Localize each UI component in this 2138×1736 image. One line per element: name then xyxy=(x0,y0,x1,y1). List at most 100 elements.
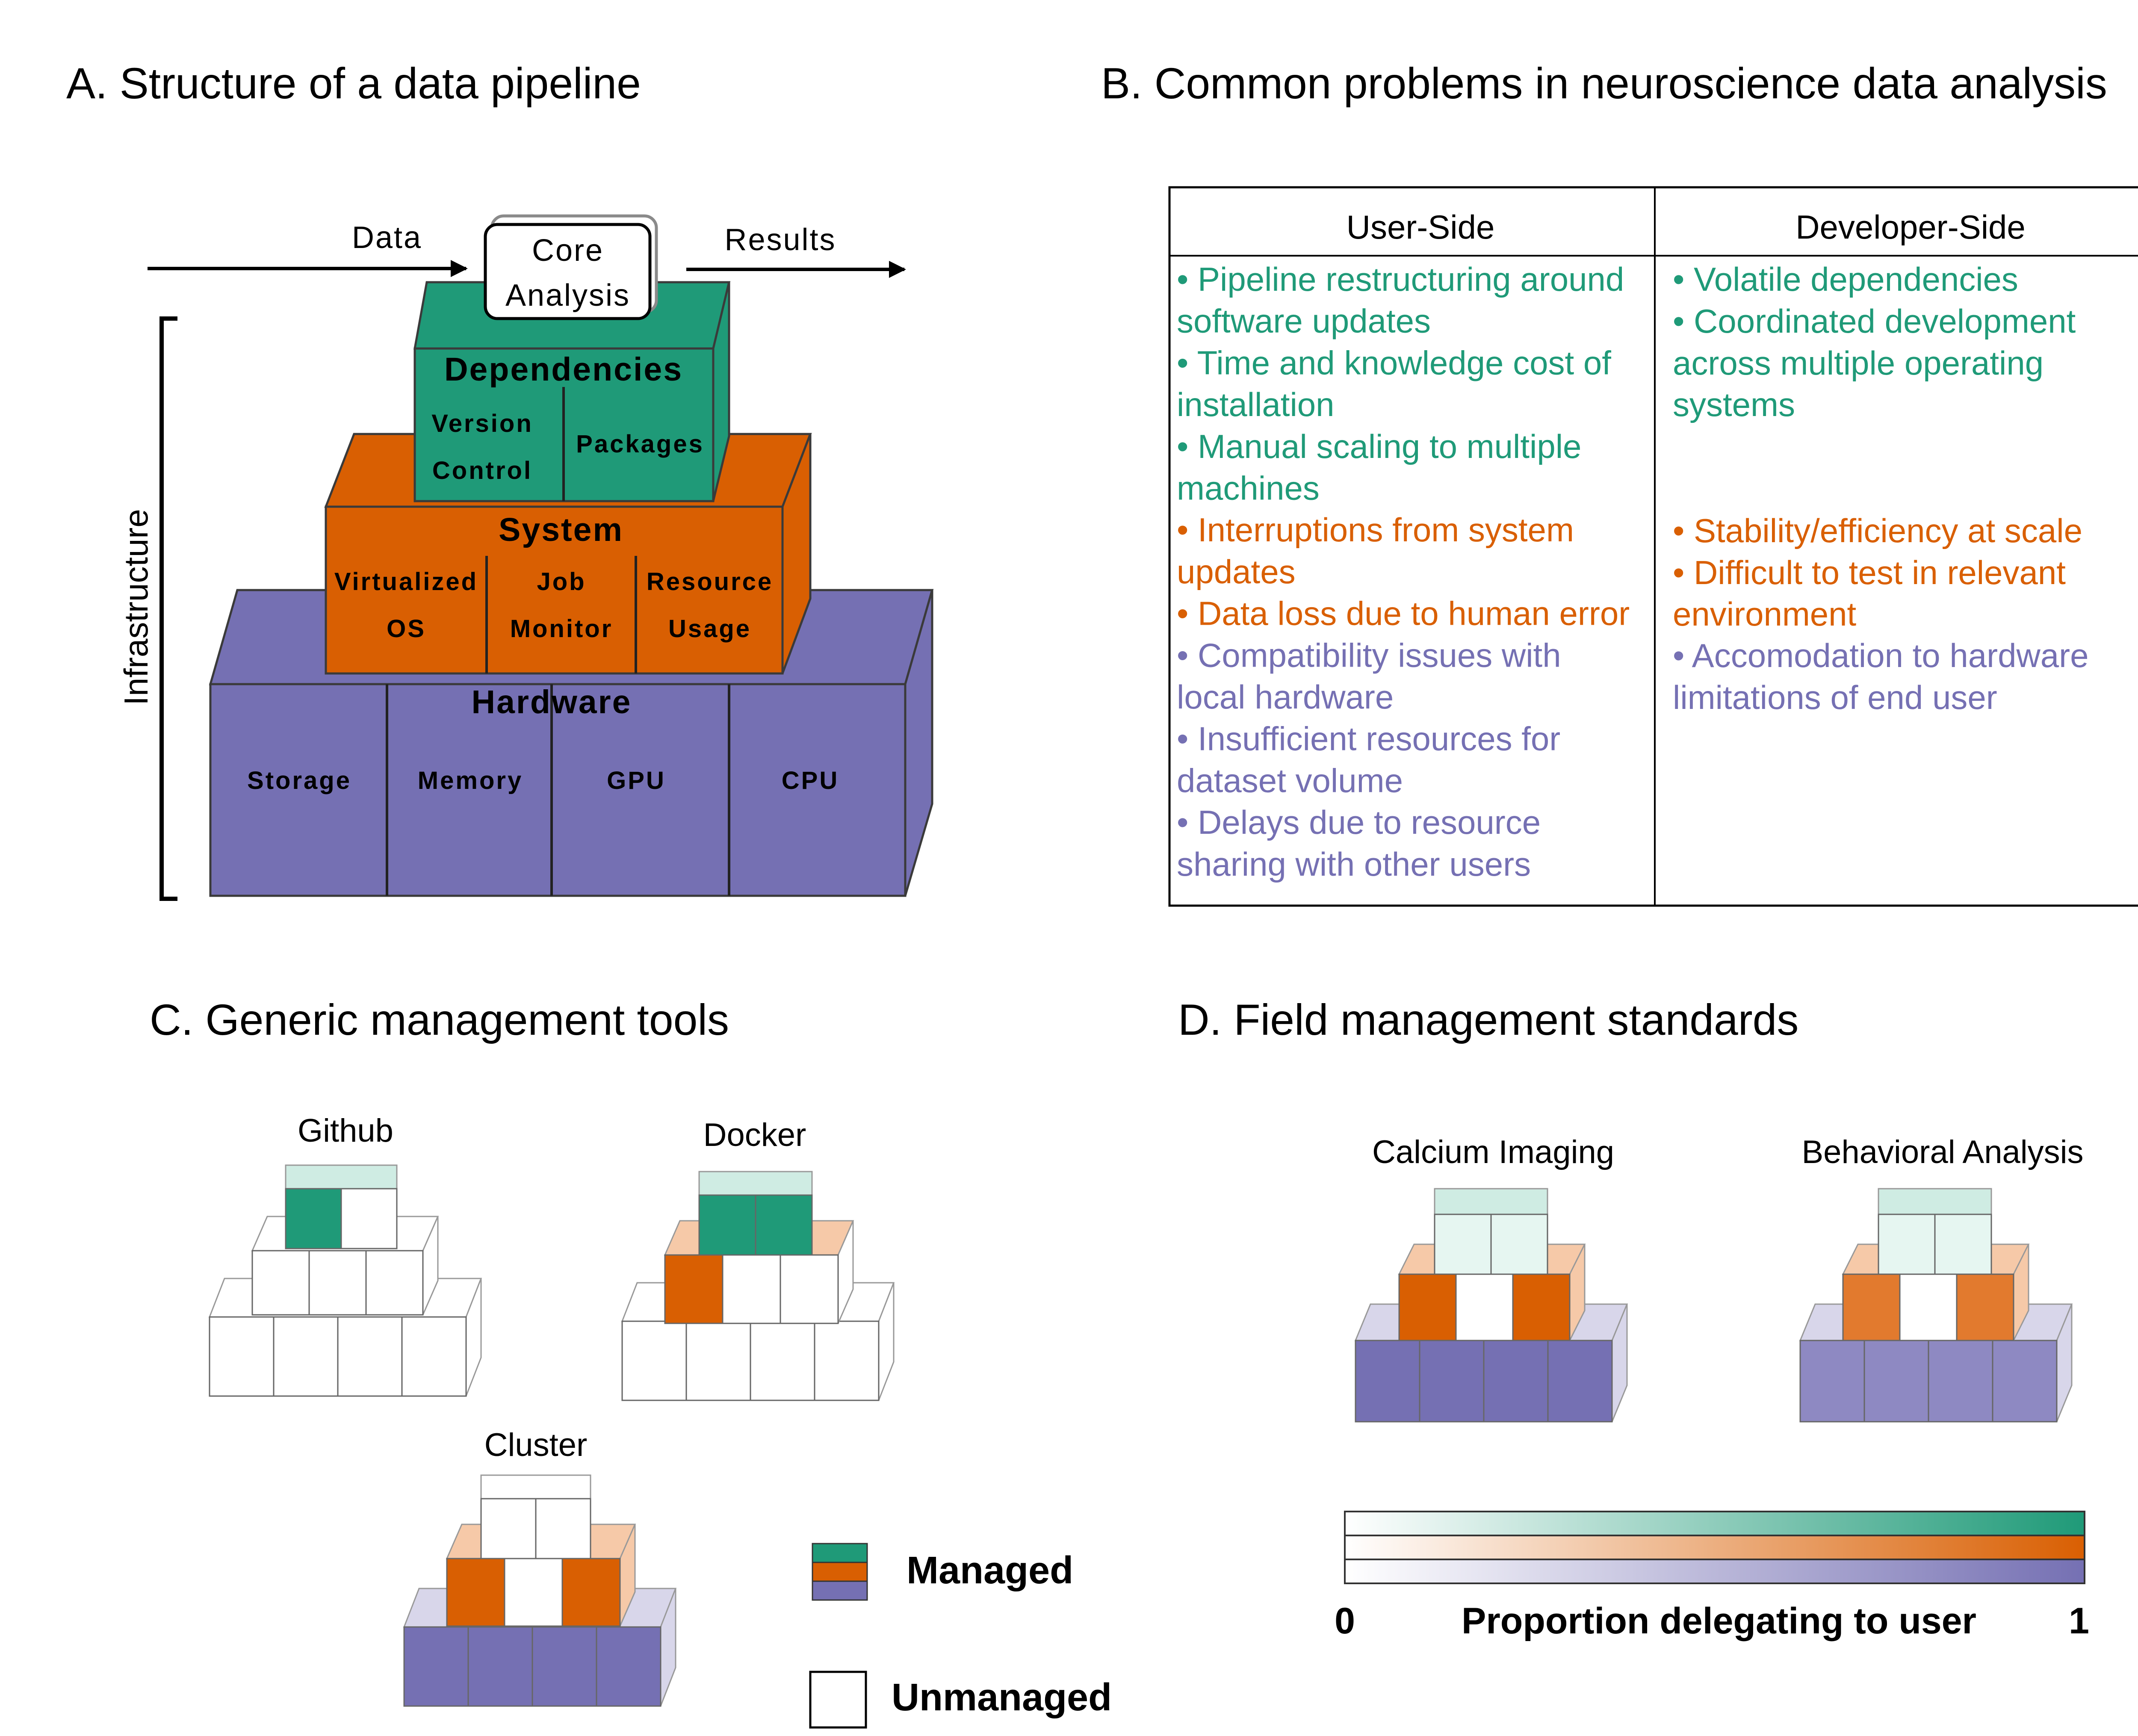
calcium-hardware-cell xyxy=(1419,1340,1485,1423)
problem-line: • Interruptions from system xyxy=(1177,511,1574,549)
github-system-cell xyxy=(251,1250,310,1316)
problem-line: limitations of end user xyxy=(1673,679,1997,716)
infrastructure-bracket xyxy=(159,316,177,901)
problem-line: • Coordinated development xyxy=(1673,302,2076,340)
behavioral-system-cell xyxy=(1956,1273,2014,1341)
core-line2: Analysis xyxy=(505,278,630,313)
problem-line: software updates xyxy=(1177,302,1431,340)
system-virtualized-line2: OS xyxy=(387,615,426,643)
dependencies-version-line1: Version xyxy=(431,410,533,437)
problems-table: User-Side Developer-Side • Pipeline rest… xyxy=(1168,186,2138,907)
problem-line: • Pipeline restructuring around xyxy=(1177,260,1624,298)
panel-b: B. Common problems in neuroscience data … xyxy=(1101,59,2138,907)
calcium-system-cell xyxy=(1455,1273,1514,1341)
behavioral-deps-cell xyxy=(1934,1213,1992,1275)
behavioral-hardware-cell xyxy=(1799,1340,1865,1423)
problem-line: • Data loss due to human error xyxy=(1177,595,1630,632)
developer-side-list: • Volatile dependencies• Coordinated dev… xyxy=(1673,260,2089,716)
github-hardware-cell xyxy=(273,1316,339,1397)
cluster-hardware-cell xyxy=(596,1626,661,1707)
core-analysis-box: Core Analysis xyxy=(484,214,658,320)
problem-line: updates xyxy=(1177,553,1296,590)
legend-managed-swatch xyxy=(812,1543,868,1601)
infrastructure-label: Infrastructure xyxy=(117,509,155,706)
github-deps-cell xyxy=(285,1188,342,1249)
cluster-stack xyxy=(403,1474,677,1707)
problem-line: • Insufficient resources for xyxy=(1177,720,1560,758)
panel-c: C. Generic management tools Github Docke… xyxy=(150,995,1112,1729)
github-system-cell xyxy=(308,1250,367,1316)
scale-axis-label: Proportion delegating to user xyxy=(1462,1600,1976,1642)
problem-line: • Compatibility issues with xyxy=(1177,636,1561,674)
calcium-imaging-stack xyxy=(1354,1188,1628,1423)
system-title: System xyxy=(499,511,623,548)
github-hardware-cell xyxy=(337,1316,403,1397)
panel-a: A. Structure of a data pipeline Data Res… xyxy=(66,59,934,901)
scale-bar-orange xyxy=(1344,1535,2085,1560)
github-hardware-cell xyxy=(401,1316,467,1397)
developer-side-header: Developer-Side xyxy=(1795,208,2026,246)
panel-c-title: C. Generic management tools xyxy=(150,995,729,1044)
problem-line: across multiple operating xyxy=(1673,344,2044,382)
docker-system-cell xyxy=(722,1254,781,1324)
legend: Managed Unmanaged xyxy=(809,1543,1112,1729)
problem-line: • Accomodation to hardware xyxy=(1673,637,2089,674)
github-deps-cell xyxy=(340,1188,398,1249)
behavioral-deps-top xyxy=(1878,1188,1992,1215)
system-job-line1: Job xyxy=(537,568,586,596)
problem-line: installation xyxy=(1177,386,1335,423)
problem-line: local hardware xyxy=(1177,678,1394,716)
behavioral-hardware-cell xyxy=(1928,1340,1993,1423)
docker-stack xyxy=(621,1171,895,1401)
docker-hardware-cell xyxy=(621,1320,687,1401)
scale-bar-green xyxy=(1344,1511,2085,1536)
legend-unmanaged-swatch xyxy=(809,1671,867,1729)
user-side-list: • Pipeline restructuring around software … xyxy=(1177,260,1630,883)
docker-system-cell xyxy=(664,1254,723,1324)
docker-hardware-cell xyxy=(750,1320,815,1401)
hardware-title: Hardware xyxy=(472,684,632,720)
cluster-label: Cluster xyxy=(484,1427,588,1463)
data-label: Data xyxy=(352,221,422,255)
github-deps-top xyxy=(285,1164,398,1190)
github-system-cell xyxy=(365,1250,424,1316)
panel-d-title: D. Field management standards xyxy=(1178,995,1798,1044)
scale-max-label: 1 xyxy=(2069,1600,2089,1642)
problem-line: dataset volume xyxy=(1177,762,1403,799)
cluster-system-cell xyxy=(446,1558,505,1627)
github-stack xyxy=(208,1164,482,1397)
github-label: Github xyxy=(298,1113,393,1149)
problem-line: • Time and knowledge cost of xyxy=(1177,344,1611,381)
dependencies-title: Dependencies xyxy=(444,351,683,388)
docker-system-cell xyxy=(780,1254,839,1324)
results-label: Results xyxy=(724,223,836,257)
cluster-hardware-cell xyxy=(467,1626,533,1707)
calcium-deps-cell xyxy=(1490,1213,1548,1275)
problem-line: • Delays due to resource xyxy=(1177,803,1541,841)
delegation-scale: 0 Proportion delegating to user 1 xyxy=(1335,1511,2089,1642)
calcium-system-cell xyxy=(1398,1273,1457,1341)
scale-min-label: 0 xyxy=(1335,1600,1355,1642)
calcium-hardware-cell xyxy=(1355,1340,1420,1423)
problem-line: machines xyxy=(1177,469,1320,507)
problem-line: environment xyxy=(1673,595,1857,633)
calcium-hardware-cell xyxy=(1483,1340,1549,1423)
problem-line: systems xyxy=(1673,386,1795,423)
calcium-deps-top xyxy=(1434,1188,1548,1215)
problem-line: • Manual scaling to multiple xyxy=(1177,428,1581,465)
core-line1: Core xyxy=(532,233,604,268)
calcium-hardware-cell xyxy=(1547,1340,1613,1423)
problem-line: • Difficult to test in relevant xyxy=(1673,554,2066,591)
cluster-deps-top xyxy=(480,1474,591,1500)
legend-managed-label: Managed xyxy=(907,1549,1073,1592)
cluster-hardware-cell xyxy=(403,1626,469,1707)
behavioral-system-cell xyxy=(1842,1273,1901,1341)
behavioral-deps-cell xyxy=(1878,1213,1936,1275)
docker-deps-cell xyxy=(698,1194,756,1256)
system-virtualized-line1: Virtualized xyxy=(334,568,478,596)
problem-line: sharing with other users xyxy=(1177,845,1531,883)
dependencies-version-line2: Control xyxy=(432,457,532,484)
panel-a-title: A. Structure of a data pipeline xyxy=(66,59,641,108)
calcium-imaging-label: Calcium Imaging xyxy=(1372,1134,1614,1170)
